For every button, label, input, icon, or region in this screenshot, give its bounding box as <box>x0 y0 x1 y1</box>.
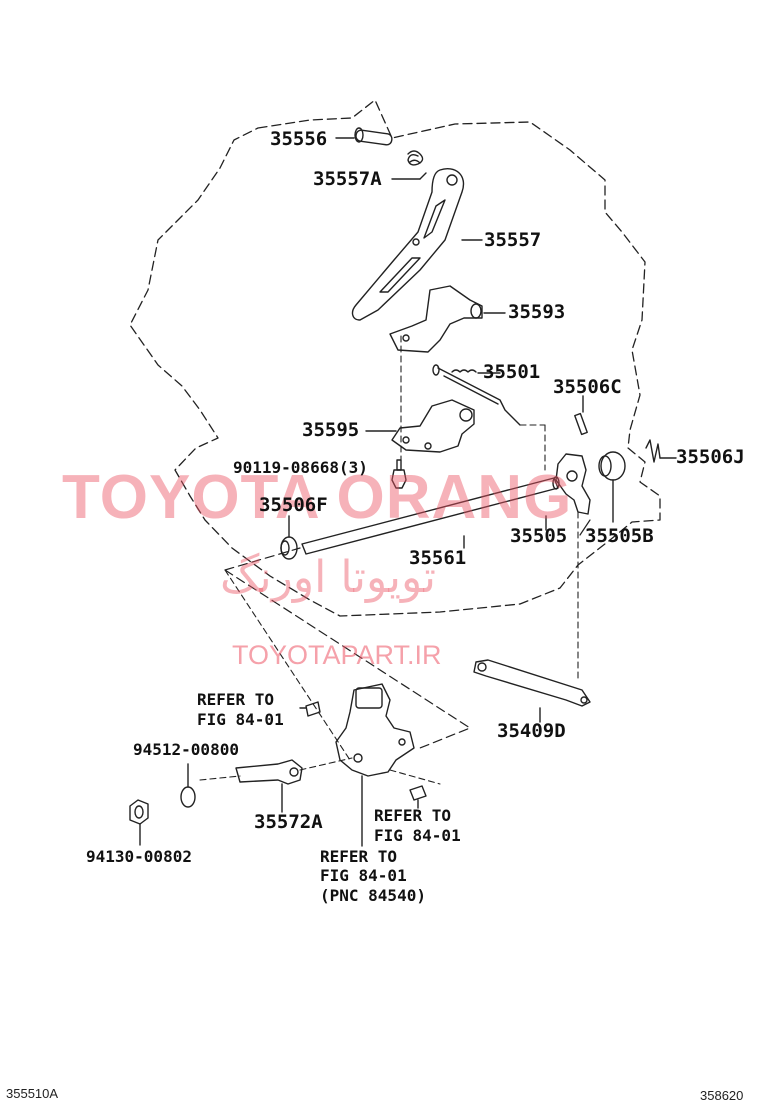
label-35505: 35505 <box>510 525 568 547</box>
label-35505B: 35505B <box>585 525 654 547</box>
label-35561: 35561 <box>409 547 467 569</box>
alignment-guides <box>199 335 579 785</box>
label-35506C: 35506C <box>553 376 622 398</box>
spring-plate-35593 <box>389 285 506 353</box>
label-35506F: 35506F <box>259 494 328 516</box>
switch-bolt-upper <box>299 701 321 717</box>
label-35595: 35595 <box>302 419 360 441</box>
label-35593: 35593 <box>508 301 566 323</box>
pin-35506C <box>574 395 588 436</box>
watermark-site: TOYOTAPART.IR <box>232 640 442 670</box>
label-94130-00802: 94130-00802 <box>86 847 192 866</box>
label-35572A: 35572A <box>254 811 323 833</box>
label-35506J: 35506J <box>676 446 745 468</box>
neutral-start-switch <box>335 683 415 847</box>
label-90119-08668: 90119-08668(3) <box>233 458 368 477</box>
rod-35501 <box>432 364 521 426</box>
refer-1-line1: REFER TO <box>197 690 275 709</box>
nut-94130 <box>129 799 149 846</box>
transmission-case-outline <box>129 99 661 617</box>
footer-right-code: 358620 <box>700 1088 744 1103</box>
label-35557A: 35557A <box>313 168 382 190</box>
label-35556: 35556 <box>270 128 328 150</box>
refer-1-line2: FIG 84-01 <box>197 710 284 729</box>
detent-lever-35557 <box>351 168 483 321</box>
refer-2-line1: REFER TO <box>374 806 452 825</box>
leader-lines <box>579 519 591 536</box>
label-35557: 35557 <box>484 229 542 251</box>
refer-3-line3: (PNC 84540) <box>320 886 426 905</box>
refer-3-line1: REFER TO <box>320 847 398 866</box>
label-35409D: 35409D <box>497 720 566 742</box>
linkage-guide-lines <box>224 547 471 749</box>
bushing-35505B <box>598 451 626 523</box>
spring-35557A <box>391 150 427 180</box>
watermark-brand: TOYOTA ORANG <box>62 463 573 532</box>
refer-3-line2: FIG 84-01 <box>320 866 407 885</box>
refer-2-line2: FIG 84-01 <box>374 826 461 845</box>
watermark-persian: تویوتا اورنگ <box>220 552 436 603</box>
label-35501: 35501 <box>483 361 541 383</box>
clip-35506J <box>645 439 677 463</box>
control-lever-35572A <box>235 759 303 813</box>
connecting-rod-35409D <box>473 659 591 723</box>
oil-seal-35506F <box>280 515 298 560</box>
pin-35556 <box>335 127 393 146</box>
washer-94512 <box>180 763 196 808</box>
shaft-35561 <box>301 476 560 555</box>
label-94512-00800: 94512-00800 <box>133 740 239 759</box>
detent-spring-35595 <box>365 399 475 453</box>
footer-left-code: 355510A <box>6 1086 59 1101</box>
bolt-90119-08668 <box>391 459 407 489</box>
switch-bolt-lower <box>409 785 427 809</box>
